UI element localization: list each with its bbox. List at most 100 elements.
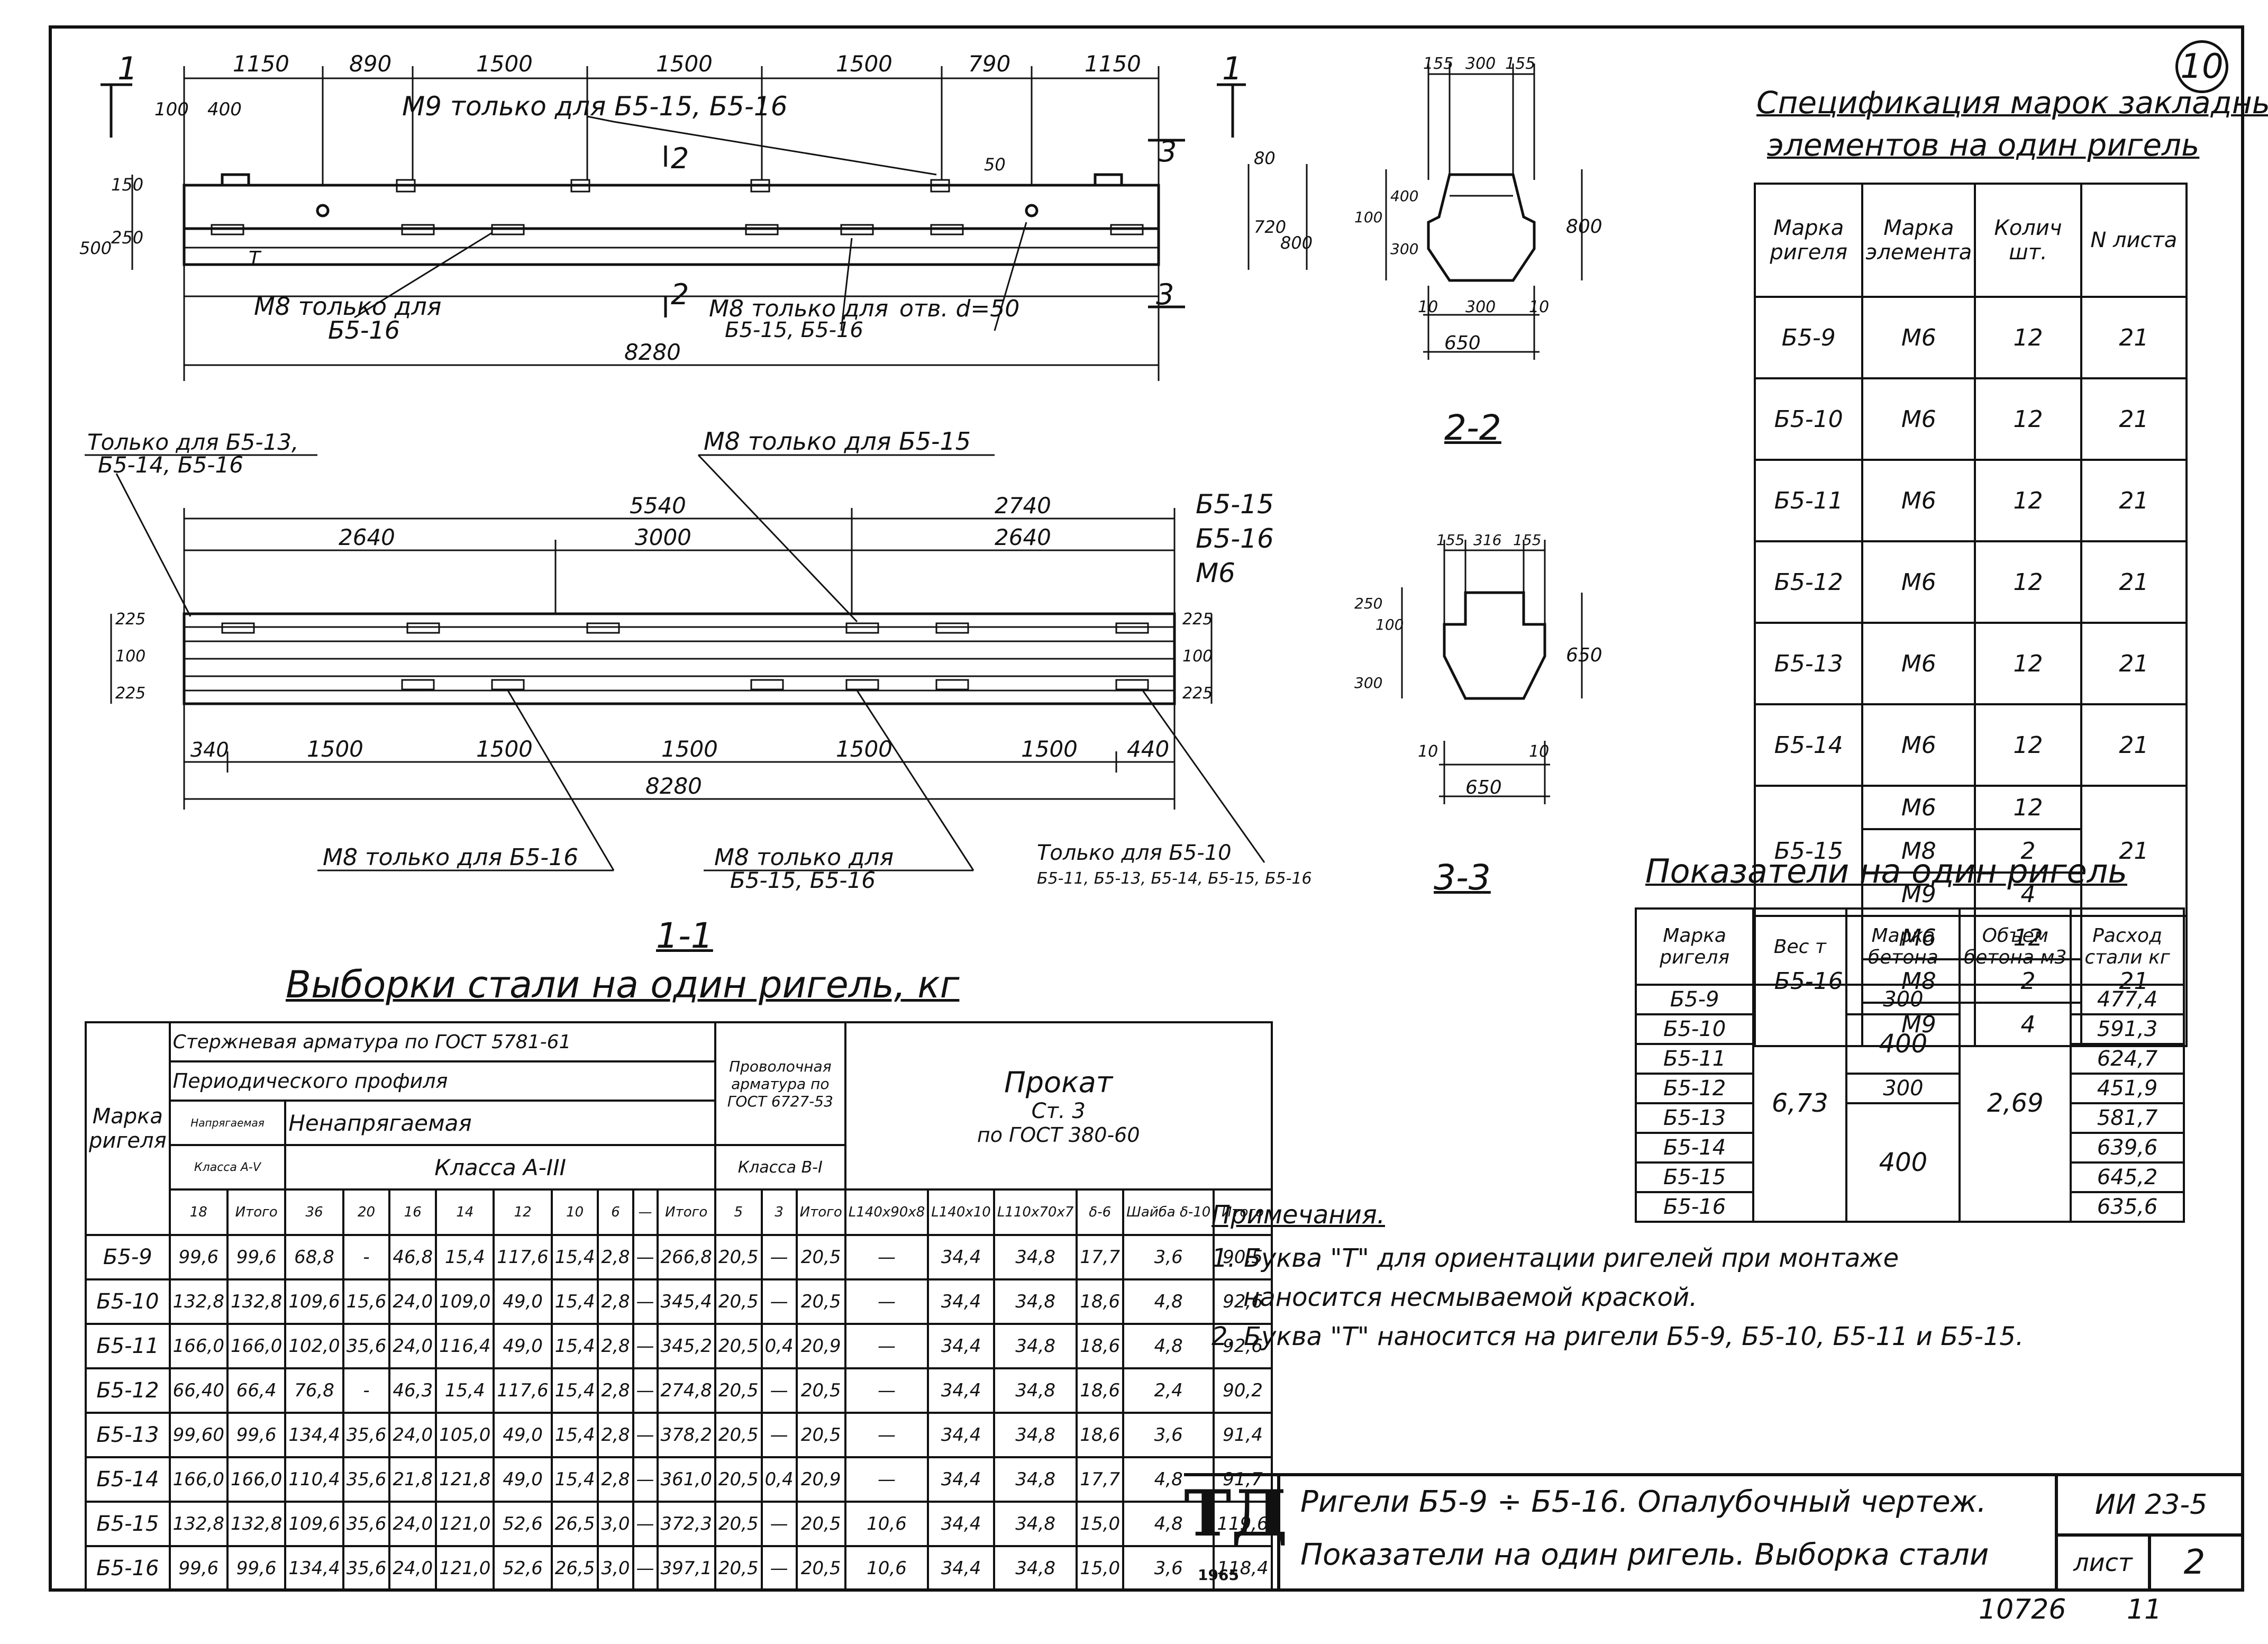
plan-only-10b: Б5-11, Б5-13, Б5-14, Б5-15, Б5-16 (1037, 869, 1312, 888)
steel-cell: 20,9 (795, 1456, 846, 1503)
ind-grade: 400 (1845, 1013, 1961, 1075)
steel-h-profile: Периодического профиля (168, 1060, 716, 1102)
ind-rigel: Б5-16 (1634, 1191, 1755, 1223)
s33-bottom-0: 10 (1418, 742, 1438, 761)
dim-50: 50 (984, 155, 1006, 175)
steel-cell: 17,7 (1076, 1456, 1125, 1503)
steel-cell: 99,6 (226, 1234, 287, 1280)
label-m8-only-16: М8 только для (254, 292, 441, 321)
label-m9-only: М9 только для Б5-15, Б5-16 (402, 91, 788, 122)
steel-col-header: Шайба δ-10 (1122, 1188, 1215, 1236)
s33-left-2: 300 (1354, 674, 1382, 692)
s33-left-0: 250 (1354, 595, 1382, 612)
steel-cell: 274,8 (656, 1367, 716, 1414)
right-dim-2: 800 (1280, 233, 1313, 253)
steel-cell: 2,4 (1122, 1367, 1215, 1414)
section-3-3-profile (1443, 591, 1546, 700)
steel-cell: 2,8 (597, 1412, 634, 1458)
steel-cell: 3,6 (1122, 1412, 1215, 1458)
plan-tag-b516: Б5-16 (1196, 523, 1274, 554)
steel-cell: 99,6 (168, 1234, 229, 1280)
note-line-3: 2. Буква "Т" наносится на ригели Б5-9, Б… (1212, 1322, 2024, 1351)
steel-cell: — (632, 1367, 659, 1414)
td-logo-text: ТД (1184, 1476, 1288, 1551)
steel-cell: 34,4 (927, 1456, 995, 1503)
steel-cell: 345,4 (656, 1278, 716, 1325)
steel-cell: — (760, 1412, 798, 1458)
steel-cell: 166,0 (168, 1323, 229, 1369)
sheet-number: 10 (2175, 40, 2228, 93)
indicators-title: Показатели на один ригель (1645, 852, 2127, 891)
steel-cell: 46,3 (388, 1367, 438, 1414)
steel-cell: 15,6 (342, 1278, 391, 1325)
steel-cell: 15,0 (1076, 1545, 1125, 1592)
steel-col-header: 20 (342, 1188, 391, 1236)
spec-rigel: Б5-15 (1753, 785, 1864, 917)
spec-qty: 12 (1974, 296, 2082, 379)
ind-grade: 300 (1845, 1073, 1961, 1104)
steel-cell: 49,0 (493, 1456, 553, 1503)
steel-cell: 0,4 (760, 1323, 798, 1369)
ind-steel: 624,7 (2070, 1043, 2185, 1075)
steel-h-rolled-cell: Прокат Ст. 3 по ГОСТ 380-60 (844, 1021, 1273, 1191)
steel-table-title: Выборки стали на один ригель, кг (286, 963, 960, 1006)
steel-row-mark: Б5-16 (85, 1545, 171, 1592)
letter-t-mark: Т (249, 248, 262, 269)
section-3-3-title: 3-3 (1434, 857, 1491, 898)
steel-cell: 90,5 (1213, 1234, 1273, 1280)
steel-cell: 3,6 (1122, 1234, 1215, 1280)
stamp-title-2: Показатели на один ригель. Выборка стали (1300, 1538, 1989, 1572)
steel-cell: 119,6 (1213, 1501, 1273, 1547)
steel-col-header: L140x90x8 (844, 1188, 930, 1236)
plan-dim-5540: 5540 (630, 493, 686, 519)
steel-cell: 34,8 (992, 1412, 1078, 1458)
steel-cell: 132,8 (168, 1501, 229, 1547)
steel-cell: 121,8 (435, 1456, 495, 1503)
note-line-1: 1. Буква "Т" для ориентации ригелей при … (1212, 1243, 1899, 1273)
spec-sheet: 21 (2080, 459, 2188, 542)
steel-cell: 266,8 (656, 1234, 716, 1280)
steel-h-gost380: по ГОСТ 380-60 (977, 1123, 1140, 1147)
plan-right-dim-1: 100 (1182, 647, 1213, 666)
steel-cell: 99,6 (226, 1545, 287, 1592)
steel-cell: 24,0 (388, 1412, 438, 1458)
spec-qty: 12 (1974, 622, 2082, 705)
steel-cell: 20,5 (795, 1234, 846, 1280)
steel-row-mark: Б5-14 (85, 1456, 171, 1503)
steel-cell: 0,4 (760, 1456, 798, 1503)
steel-cell: 15,4 (550, 1234, 599, 1280)
notes-block: Примечания. 1. Буква "Т" для ориентации … (1212, 1200, 2024, 1361)
spec-qty: 12 (1974, 540, 2082, 624)
cut-marker-1-left: 1 (117, 50, 138, 87)
steel-col-header: δ-6 (1076, 1188, 1125, 1236)
steel-cell: 17,7 (1076, 1234, 1125, 1280)
spec-qty: 12 (1974, 377, 2082, 461)
steel-cell: 20,5 (714, 1456, 763, 1503)
steel-cell: 2,8 (597, 1323, 634, 1369)
plan-left-dim-1: 100 (115, 647, 145, 666)
steel-col-header: 18 (168, 1188, 229, 1236)
steel-cell: 121,0 (435, 1501, 495, 1547)
plan-tag-b515: Б5-15 (1196, 489, 1274, 520)
steel-cell: 34,8 (992, 1367, 1078, 1414)
stamp-sheet-no: 2 (2183, 1543, 2206, 1582)
steel-cell: — (760, 1234, 798, 1280)
plan-only-10: Только для Б5-10 (1037, 841, 1232, 865)
ind-rigel: Б5-15 (1634, 1161, 1755, 1193)
dim-top-0: 1150 (233, 51, 289, 77)
ind-steel: 477,4 (2070, 984, 2185, 1015)
steel-h-rod: Стержневая арматура по ГОСТ 5781-61 (168, 1021, 716, 1062)
steel-table: Марка ригеля Стержневая арматура по ГОСТ… (85, 1021, 1273, 1592)
steel-cell: — (844, 1323, 930, 1369)
s22-bottom-1: 300 (1465, 298, 1496, 316)
steel-cell: 24,0 (388, 1278, 438, 1325)
side-dim-2: 500 (79, 238, 112, 258)
